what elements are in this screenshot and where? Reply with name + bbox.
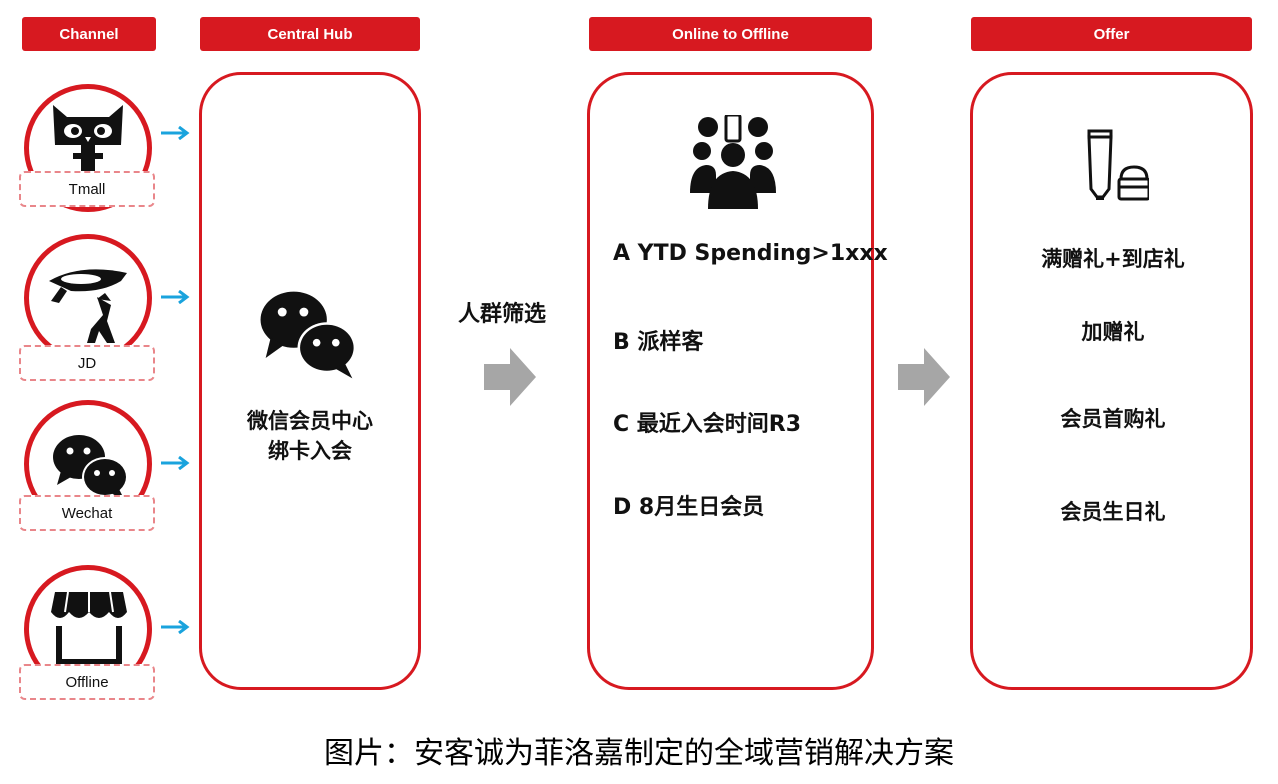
channel-label-tmall: Tmall (19, 171, 155, 207)
hub-text-line2: 绑卡入会 (268, 439, 352, 463)
channel-jd-circle (24, 234, 152, 362)
online-to-offline-panel: A YTD Spending>1xxx B 派样客 C 最近入会时间R3 D 8… (587, 72, 888, 690)
arrow-right-icon (161, 456, 190, 470)
wechat-icon (53, 435, 128, 501)
offer-item-2: 加赠礼 (1081, 320, 1145, 344)
segment-c: C 最近入会时间R3 (613, 412, 802, 437)
big-arrow-right-icon (898, 348, 950, 406)
channel-label-jd: JD (19, 345, 155, 381)
offer-item-1: 满赠礼+到店礼 (1041, 247, 1185, 271)
big-arrow-right-icon (484, 348, 536, 406)
filter-label: 人群筛选 (458, 302, 547, 327)
arrow-right-icon (161, 126, 190, 140)
storefront-icon (51, 591, 127, 665)
header-central-hub: Central Hub (200, 17, 420, 51)
arrow-right-icon (161, 290, 190, 304)
offer-item-3: 会员首购礼 (1060, 407, 1166, 431)
wechat-icon (260, 291, 357, 379)
header-online-to-offline: Online to Offline (589, 17, 872, 51)
header-channel: Channel (22, 17, 156, 51)
segment-a: A YTD Spending>1xxx (613, 241, 888, 266)
cosmetics-icon (1087, 129, 1149, 201)
arrow-right-icon (161, 620, 190, 634)
offer-item-4: 会员生日礼 (1060, 500, 1166, 524)
header-offer: Offer (971, 17, 1252, 51)
hub-text-line1: 微信会员中心 (247, 409, 373, 433)
segment-b: B 派样客 (613, 330, 704, 355)
channel-label-wechat: Wechat (19, 495, 155, 531)
offer-panel: 满赠礼+到店礼 加赠礼 会员首购礼 会员生日礼 (970, 72, 1253, 690)
tmall-cat-icon (53, 105, 123, 185)
crowd-people-icon (690, 115, 776, 209)
channel-label-offline: Offline (19, 664, 155, 700)
jd-dog-icon (49, 269, 127, 343)
figure-caption: 图片：安客诚为菲洛嘉制定的全域营销解决方案 (324, 736, 954, 771)
segment-d: D 8月生日会员 (613, 495, 765, 520)
central-hub-panel: 微信会员中心 绑卡入会 (199, 72, 421, 690)
